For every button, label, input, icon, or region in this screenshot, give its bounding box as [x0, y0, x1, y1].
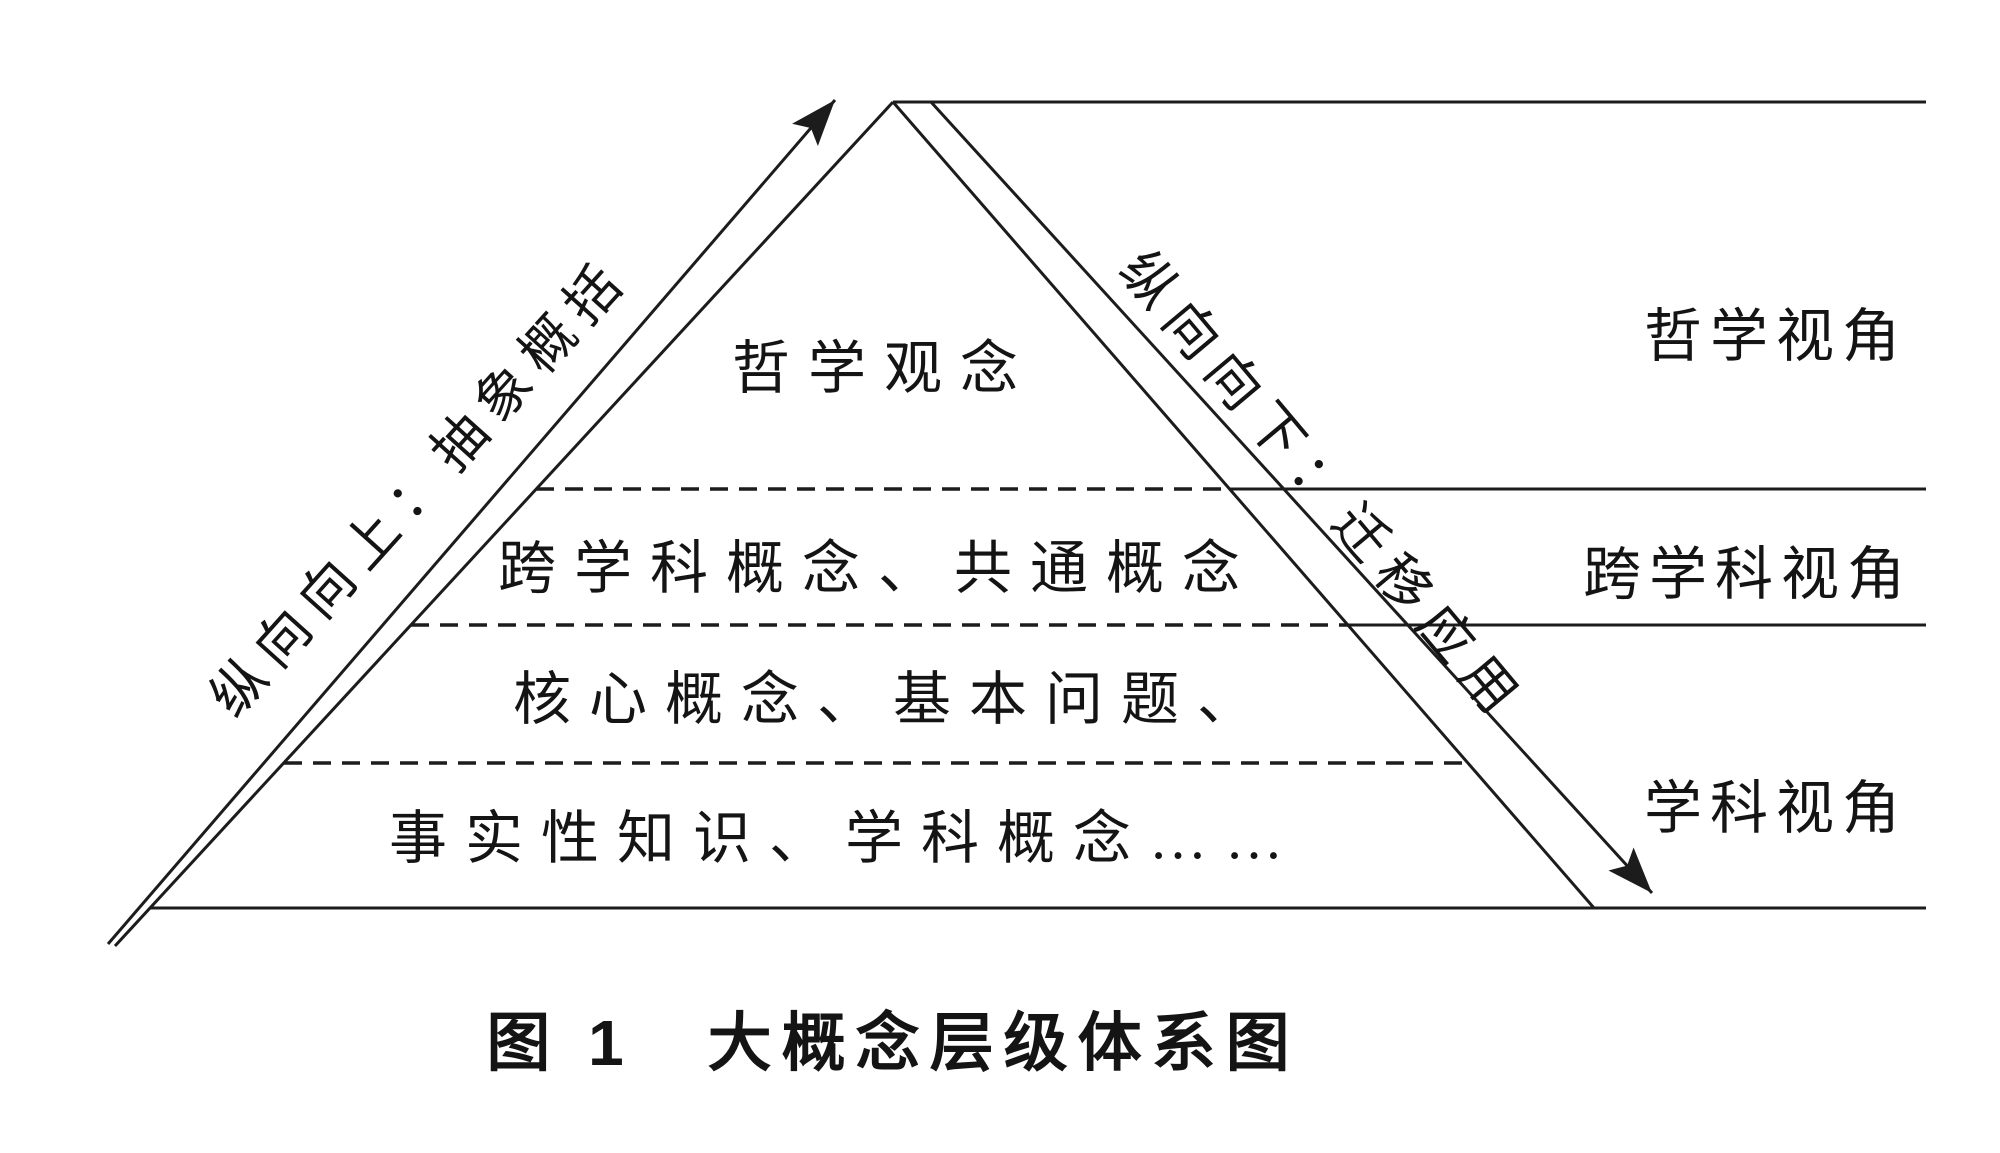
pyramid-level-1-label: 哲学观念 — [731, 336, 1037, 401]
pyramid-right-edge — [891, 101, 1596, 909]
pyramid-left-edge — [113, 100, 895, 948]
up-arrow — [106, 99, 837, 945]
down-arrow — [929, 100, 1654, 895]
perspective-2-label: 跨学科视角 — [1582, 542, 1914, 607]
perspective-1-label: 哲学视角 — [1643, 304, 1909, 369]
pyramid-level-2-label: 跨学科概念、共通概念 — [497, 536, 1259, 601]
pyramid-level-3-label: 核心概念、基本问题、 — [512, 667, 1274, 732]
figure-caption: 图 1 大概念层级体系图 — [486, 1007, 1300, 1079]
pyramid-level-4-label: 事实性知识、学科概念…… — [388, 806, 1302, 871]
perspective-3-label: 学科视角 — [1643, 776, 1909, 841]
